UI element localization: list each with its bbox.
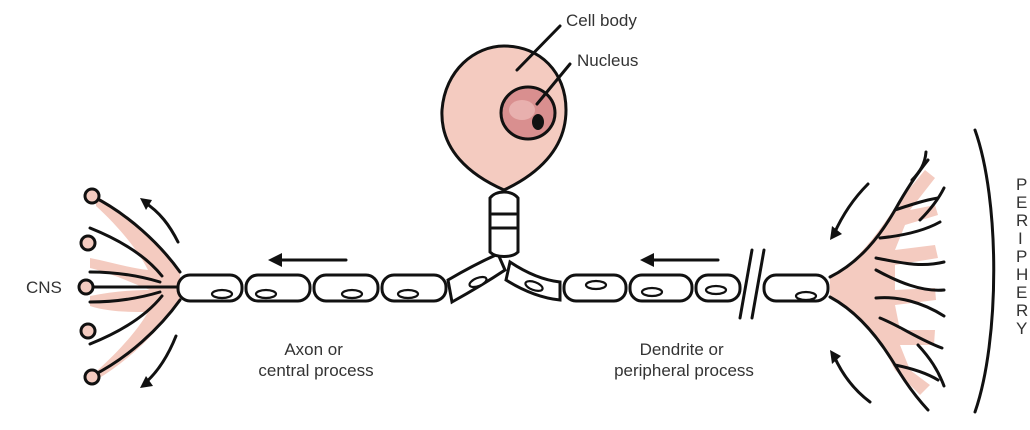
dendrite-direction-arrow xyxy=(640,253,718,267)
cell-body-label: Cell body xyxy=(566,11,637,30)
axon-label: Axon or central process xyxy=(258,340,373,380)
cns-label: CNS xyxy=(26,278,62,297)
cell-stem xyxy=(490,192,518,257)
break-marks xyxy=(740,250,764,324)
dendrite-myelin-segments xyxy=(506,262,828,301)
dendrite-label: Dendrite or peripheral process xyxy=(614,340,754,380)
nucleus-shape xyxy=(501,87,555,139)
periphery-label: P E R I P H E R Y xyxy=(1016,175,1030,338)
periphery-bracket xyxy=(975,130,994,412)
dendrite-branches xyxy=(830,152,944,410)
nucleus-label: Nucleus xyxy=(577,51,638,70)
axon-direction-arrow xyxy=(268,253,346,267)
